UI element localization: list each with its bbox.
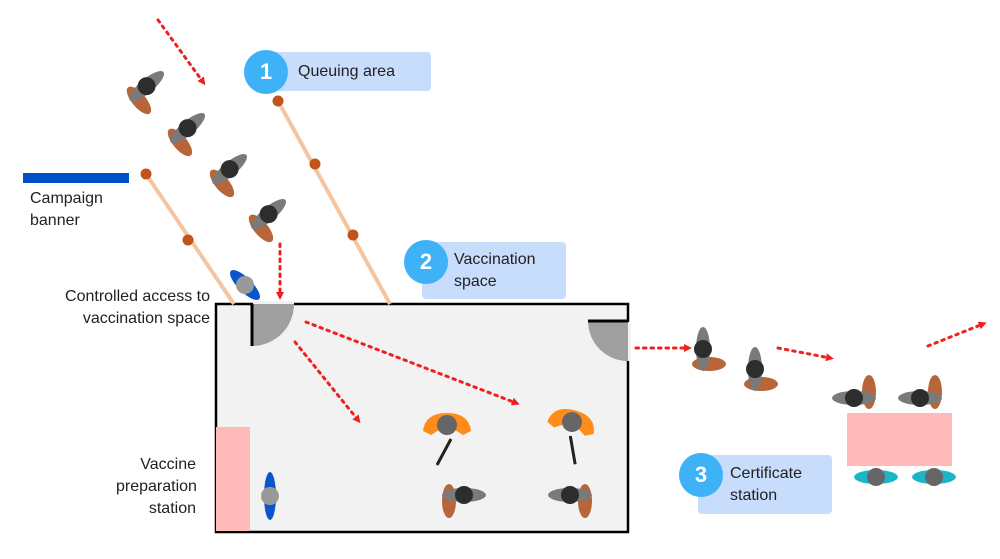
flow-arrow <box>293 340 361 424</box>
flow-arrow <box>776 346 834 362</box>
campaign-banner <box>23 173 129 183</box>
exit-door <box>588 321 628 361</box>
zone-badge-3: 3 <box>679 453 723 497</box>
syringe-icon <box>568 435 577 465</box>
client-with-dog <box>244 191 301 246</box>
certificate-table <box>847 413 952 466</box>
client-with-dog <box>744 347 778 391</box>
flow-arrows <box>156 18 987 424</box>
zone-label-text: Queuing area <box>298 62 395 80</box>
client-with-dog <box>205 146 262 201</box>
client-with-dog <box>692 327 726 371</box>
client-with-dog <box>898 375 942 409</box>
zone-badge-2: 2 <box>404 240 448 284</box>
certificate-staff <box>912 468 956 486</box>
zone-label-text: Certificate station <box>730 464 803 504</box>
preparation-staff <box>261 472 279 520</box>
entry-door-gap <box>253 301 294 306</box>
certificate-staff <box>854 468 898 486</box>
syringe-icon <box>435 438 453 466</box>
zone-badge-1: 1 <box>244 50 288 94</box>
vaccine-preparation-table <box>216 427 250 531</box>
entry-door <box>252 304 294 346</box>
vaccinator <box>547 408 594 465</box>
flow-arrow <box>156 18 206 86</box>
campaign-banner-label: Campaign banner <box>30 190 103 229</box>
queue-rope-right <box>272 95 392 305</box>
client-with-dog <box>163 105 220 160</box>
client-with-dog <box>122 63 179 118</box>
controlled-access-label: Controlled access to vaccination space <box>65 288 210 327</box>
vaccinator <box>423 413 471 466</box>
zone-label-queuing: Queuing area <box>266 52 431 91</box>
zone-label-vaccination: Vaccination space <box>422 242 566 299</box>
access-staff <box>230 270 260 300</box>
zone-label-text: Vaccination space <box>454 250 536 290</box>
flow-arrow <box>926 321 987 348</box>
flow-arrow <box>304 320 520 406</box>
vaccine-preparation-label: Vaccine preparation station <box>116 456 197 517</box>
client-with-dog <box>832 375 876 409</box>
queue-rope-left <box>140 168 236 306</box>
